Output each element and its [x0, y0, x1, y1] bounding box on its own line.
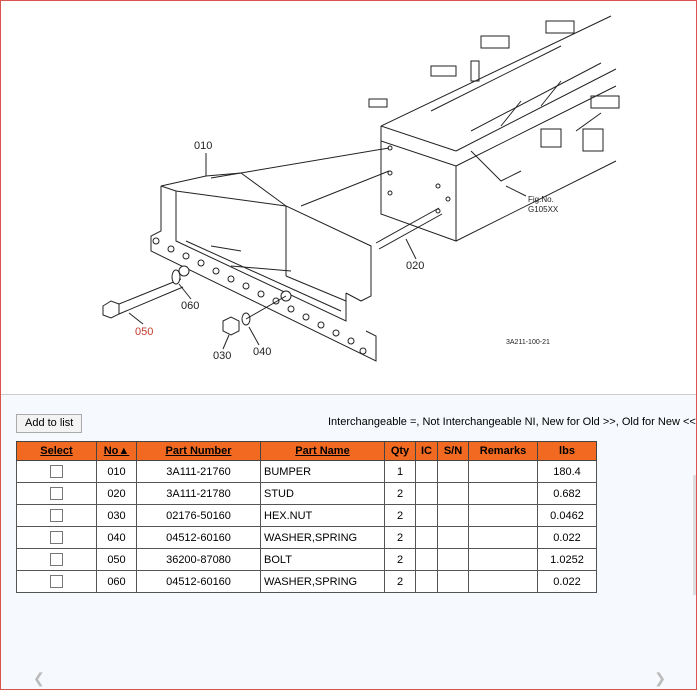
fig-no-label: Fig.No. — [528, 195, 554, 204]
callout-060[interactable]: 060 — [181, 300, 199, 312]
cell-no: 050 — [96, 548, 137, 571]
cell-part-number: 36200-87080 — [136, 548, 261, 571]
cell-part-name: HEX.NUT — [260, 504, 385, 527]
cell-remarks — [468, 548, 538, 571]
cell-ic — [415, 548, 438, 571]
header-ic: IC — [415, 441, 438, 461]
cell-sn — [437, 548, 469, 571]
cell-lbs: 0.022 — [537, 570, 597, 593]
table-row: 030 02176-50160 HEX.NUT 2 0.0462 — [16, 504, 597, 527]
cell-part-name: BUMPER — [260, 460, 385, 483]
callout-020[interactable]: 020 — [406, 260, 424, 272]
cell-sn — [437, 460, 469, 483]
interchangeability-legend: Interchangeable =, Not Interchangeable N… — [328, 416, 696, 428]
header-lbs: lbs — [537, 441, 597, 461]
cell-part-name: BOLT — [260, 548, 385, 571]
table-row: 040 04512-60160 WASHER,SPRING 2 0.022 — [16, 526, 597, 549]
cell-remarks — [468, 526, 538, 549]
drawing-code: 3A211-100-21 — [506, 339, 550, 346]
chevron-left-icon[interactable]: ❮ — [33, 670, 45, 686]
cell-lbs: 0.682 — [537, 482, 597, 505]
callout-030[interactable]: 030 — [213, 350, 231, 362]
header-part-number[interactable]: Part Number — [136, 441, 261, 461]
parts-list-panel: Add to list Interchangeable =, Not Inter… — [1, 395, 696, 689]
cell-qty: 2 — [384, 526, 416, 549]
cell-ic — [415, 526, 438, 549]
cell-remarks — [468, 482, 538, 505]
header-remarks: Remarks — [468, 441, 538, 461]
table-row: 020 3A111-21780 STUD 2 0.682 — [16, 482, 597, 505]
cell-ic — [415, 460, 438, 483]
cell-remarks — [468, 460, 538, 483]
cell-qty: 1 — [384, 460, 416, 483]
cell-part-number: 3A111-21760 — [136, 460, 261, 483]
cell-no: 020 — [96, 482, 137, 505]
exploded-view-drawing: 010 020 030 040 050 060 Fig.No. G105XX 3… — [102, 15, 620, 362]
cell-remarks — [468, 570, 538, 593]
cell-qty: 2 — [384, 482, 416, 505]
callout-010[interactable]: 010 — [194, 140, 212, 152]
cell-part-number: 02176-50160 — [136, 504, 261, 527]
header-sn: S/N — [437, 441, 469, 461]
header-select[interactable]: Select — [16, 441, 97, 461]
cell-remarks — [468, 504, 538, 527]
parts-diagram: 010 020 030 040 050 060 Fig.No. G105XX 3… — [1, 1, 696, 395]
vertical-scrollbar[interactable] — [693, 475, 696, 595]
parts-table: Select No▲ Part Number Part Name Qty IC … — [16, 441, 597, 593]
header-qty: Qty — [384, 441, 416, 461]
row-select-checkbox[interactable] — [50, 509, 63, 522]
cell-qty: 2 — [384, 504, 416, 527]
cell-sn — [437, 482, 469, 505]
cell-lbs: 0.022 — [537, 526, 597, 549]
cell-part-number: 3A111-21780 — [136, 482, 261, 505]
cell-part-number: 04512-60160 — [136, 570, 261, 593]
cell-sn — [437, 526, 469, 549]
cell-part-name: STUD — [260, 482, 385, 505]
callout-040[interactable]: 040 — [253, 346, 271, 358]
table-row: 060 04512-60160 WASHER,SPRING 2 0.022 — [16, 570, 597, 593]
cell-part-number: 04512-60160 — [136, 526, 261, 549]
cell-ic — [415, 570, 438, 593]
table-row: 050 36200-87080 BOLT 2 1.0252 — [16, 548, 597, 571]
cell-qty: 2 — [384, 548, 416, 571]
cell-part-name: WASHER,SPRING — [260, 570, 385, 593]
row-select-checkbox[interactable] — [50, 531, 63, 544]
cell-lbs: 1.0252 — [537, 548, 597, 571]
cell-sn — [437, 504, 469, 527]
callout-050[interactable]: 050 — [135, 326, 153, 338]
cell-no: 060 — [96, 570, 137, 593]
table-header-row: Select No▲ Part Number Part Name Qty IC … — [16, 441, 597, 461]
cell-ic — [415, 482, 438, 505]
add-to-list-button[interactable]: Add to list — [16, 414, 83, 433]
row-select-checkbox[interactable] — [50, 575, 63, 588]
cell-no: 030 — [96, 504, 137, 527]
row-select-checkbox[interactable] — [50, 553, 63, 566]
fig-no-value: G105XX — [528, 205, 559, 214]
cell-no: 040 — [96, 526, 137, 549]
cell-no: 010 — [96, 460, 137, 483]
cell-ic — [415, 504, 438, 527]
cell-part-name: WASHER,SPRING — [260, 526, 385, 549]
row-select-checkbox[interactable] — [50, 465, 63, 478]
cell-sn — [437, 570, 469, 593]
cell-lbs: 0.0462 — [537, 504, 597, 527]
cell-lbs: 180.4 — [537, 460, 597, 483]
cell-qty: 2 — [384, 570, 416, 593]
chevron-right-icon[interactable]: ❯ — [654, 670, 666, 686]
header-no[interactable]: No▲ — [96, 441, 137, 461]
header-part-name[interactable]: Part Name — [260, 441, 385, 461]
table-row: 010 3A111-21760 BUMPER 1 180.4 — [16, 460, 597, 483]
row-select-checkbox[interactable] — [50, 487, 63, 500]
